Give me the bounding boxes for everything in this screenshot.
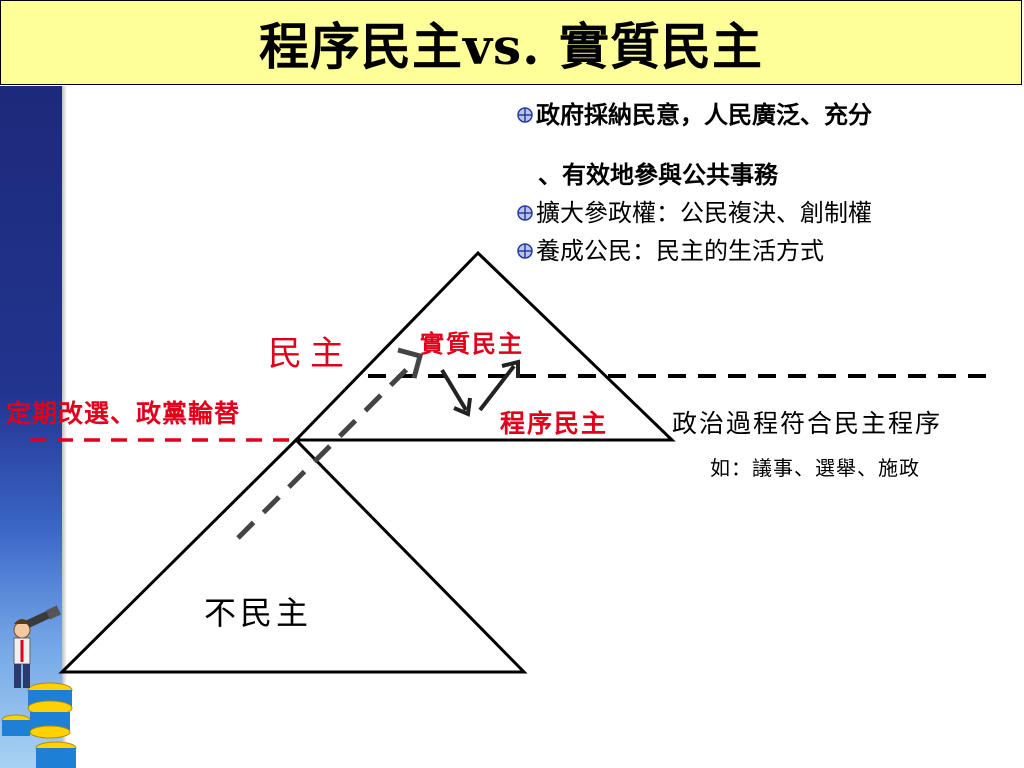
label-undemocratic: 不民主 [204,594,313,632]
label-process-description: 政治過程符合民主程序 [672,409,943,438]
label-substantive-democracy: 實質民主 [420,329,524,358]
label-procedural-democracy: 程序民主 [500,409,609,438]
label-democracy: 民主 [268,334,352,374]
up-arrow-line [478,364,516,412]
bullet-item-1: 政府採納民意，人民廣泛、充分 [514,96,1020,134]
left-decorative-band [0,86,62,768]
title-bar: 程序民主vs. 實質民主 [0,0,1022,85]
down-arrow-line [440,368,468,412]
bullet-item-2: 擴大參政權：公民複決、創制權 [514,194,1020,232]
telescope-figure-icon [1,605,77,768]
bullet-text-2: 擴大參政權：公民複決、創制權 [536,199,872,227]
upper-triangle [292,250,676,442]
bullet-text-3: 養成公民：民主的生活方式 [536,237,824,265]
bullet-list: 政府採納民意，人民廣泛、充分 、有效地參與公共事務 擴大參政權：公民複決、創制權… [514,96,1020,270]
progress-arrow-head-icon [397,347,424,379]
progress-dashed-arrow-line [236,366,410,540]
bullet-text-1-continued: 、有效地參與公共事務 [538,160,778,189]
bullet-item-3: 養成公民：民主的生活方式 [514,232,1020,270]
up-arrow-head-icon [501,359,520,378]
page-title: 程序民主vs. 實質民主 [258,16,764,76]
coin-stack-icon [1,682,77,768]
label-examples: 如：議事、選舉、施政 [710,456,920,480]
label-regular-election: 定期改選、政黨輪替 [6,399,241,428]
globe-bullet-icon [514,96,536,134]
lower-triangle [58,437,528,674]
globe-bullet-icon [514,194,536,232]
down-arrow-head-icon [453,397,472,417]
globe-bullet-icon [514,232,536,270]
left-band-shadow [62,86,67,768]
bullet-text-1: 政府採納民意，人民廣泛、充分 [536,100,872,129]
